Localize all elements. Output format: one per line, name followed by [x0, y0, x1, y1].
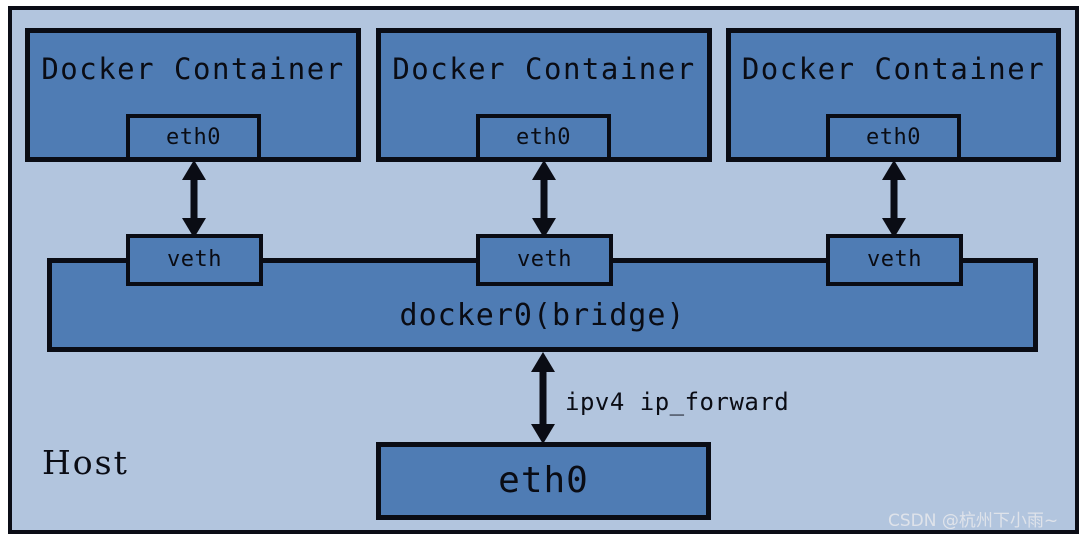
host-eth0-box[interactable]: eth0: [376, 442, 711, 520]
arrow-bridge-host-eth0: [531, 352, 555, 444]
container-2-eth0-label: eth0: [516, 124, 571, 150]
ip-forward-label: ipv4 ip_forward: [565, 388, 790, 416]
container-3-eth0-label: eth0: [866, 124, 921, 150]
veth-box-2[interactable]: veth: [476, 234, 613, 286]
veth-box-1[interactable]: veth: [126, 234, 263, 286]
veth-box-3[interactable]: veth: [826, 234, 963, 286]
arrow-eth0-veth-2: [532, 160, 556, 238]
host-eth0-label: eth0: [498, 460, 589, 501]
docker0-bridge-label: docker0(bridge): [399, 298, 686, 333]
container-3-label: Docker Container: [741, 52, 1046, 86]
container-2-eth0-box[interactable]: eth0: [476, 114, 611, 161]
container-1-eth0-box[interactable]: eth0: [126, 114, 261, 161]
container-3-eth0-box[interactable]: eth0: [826, 114, 961, 161]
container-2-label: Docker Container: [392, 52, 696, 86]
arrow-eth0-veth-3: [882, 160, 906, 238]
csdn-watermark: CSDN @杭州下小雨~: [888, 511, 1059, 531]
host-label: Host: [42, 443, 129, 482]
veth-1-label: veth: [167, 247, 222, 272]
container-1-label: Docker Container: [41, 52, 345, 86]
container-1-eth0-label: eth0: [166, 124, 221, 150]
veth-3-label: veth: [867, 247, 922, 272]
arrow-eth0-veth-1: [182, 160, 206, 238]
veth-2-label: veth: [517, 247, 572, 272]
